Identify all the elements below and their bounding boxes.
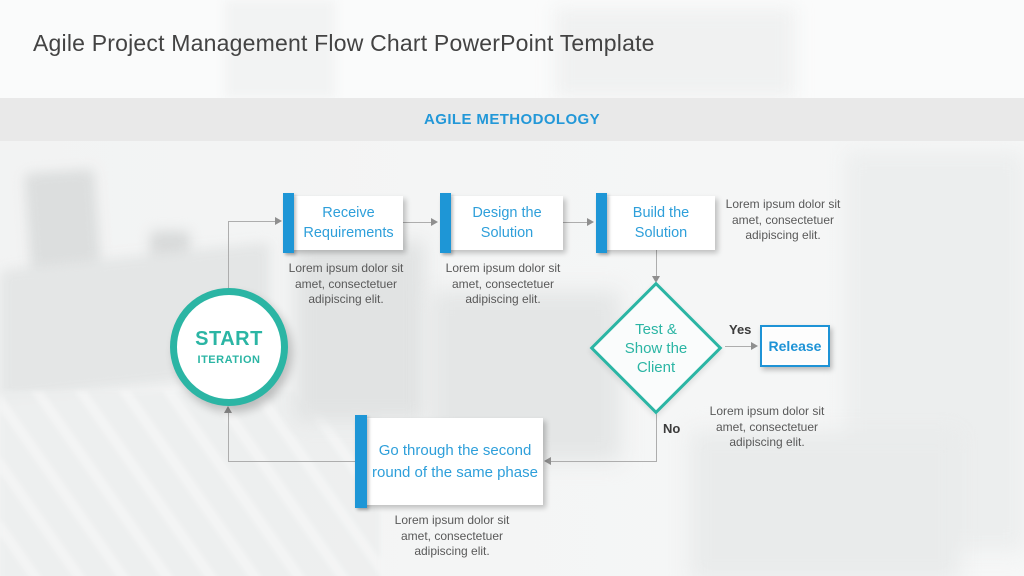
loop-box-second-round: Go through the second round of the same … [355, 415, 543, 508]
step-box-build-solution: Build the Solution [596, 193, 715, 253]
connector-start-to-step1 [228, 221, 275, 222]
step-label: Design the Solution [472, 205, 542, 241]
loop-label: Go through the second round of the same … [372, 442, 538, 481]
background-photo [555, 8, 795, 98]
connector-return-up [228, 413, 229, 461]
accent-bar [355, 415, 367, 508]
connector-step1-to-step2 [403, 222, 431, 223]
accent-bar [596, 193, 607, 253]
arrowhead-loop [544, 457, 551, 465]
start-label: START [195, 328, 263, 350]
connector-yes-to-release [725, 346, 751, 347]
no-label: No [663, 421, 681, 436]
arrowhead-release [751, 342, 758, 350]
release-label: Release [768, 338, 822, 354]
page-title: Agile Project Management Flow Chart Powe… [33, 30, 655, 56]
decision-label: Test & Show the Client [624, 320, 688, 376]
arrowhead-step2 [431, 218, 438, 226]
arrowhead-decision [652, 276, 660, 283]
connector-no-to-loop [551, 461, 657, 462]
background-photo [0, 391, 380, 576]
step-box-receive-requirements: Receive Requirements [283, 193, 403, 253]
step-caption: Lorem ipsum dolor sit amet, consectetuer… [288, 261, 404, 306]
start-iteration-circle: START ITERATION [170, 288, 288, 406]
section-header-label: AGILE METHODOLOGY [424, 111, 600, 128]
connector-loop-return [228, 461, 355, 462]
background-photo [690, 431, 960, 576]
section-header-band: AGILE METHODOLOGY [0, 98, 1024, 141]
background-photo [295, 241, 425, 421]
yes-label: Yes [729, 322, 752, 337]
step-caption: Lorem ipsum dolor sit amet, consectetuer… [445, 261, 561, 306]
connector-step3-to-decision [656, 250, 657, 276]
background-photo [0, 141, 1024, 576]
loop-caption: Lorem ipsum dolor sit amet, consectetuer… [394, 513, 510, 558]
accent-bar [283, 193, 294, 253]
decision-caption: Lorem ipsum dolor sit amet, consectetuer… [709, 404, 825, 449]
background-photo [225, 0, 335, 98]
arrowhead-step3 [587, 218, 594, 226]
connector-no-down [656, 414, 657, 461]
step-box-design-solution: Design the Solution [440, 193, 563, 253]
connector-step2-to-step3 [563, 222, 587, 223]
connector-start-to-step1 [228, 221, 229, 288]
accent-bar [440, 193, 451, 253]
arrowhead-step1 [275, 217, 282, 225]
arrowhead-start [224, 406, 232, 413]
step-label: Build the Solution [632, 205, 690, 241]
iteration-label: ITERATION [197, 354, 261, 366]
release-box: Release [760, 325, 830, 367]
step-label: Receive Requirements [303, 205, 394, 241]
step-caption: Lorem ipsum dolor sit amet, consectetuer… [725, 197, 841, 242]
